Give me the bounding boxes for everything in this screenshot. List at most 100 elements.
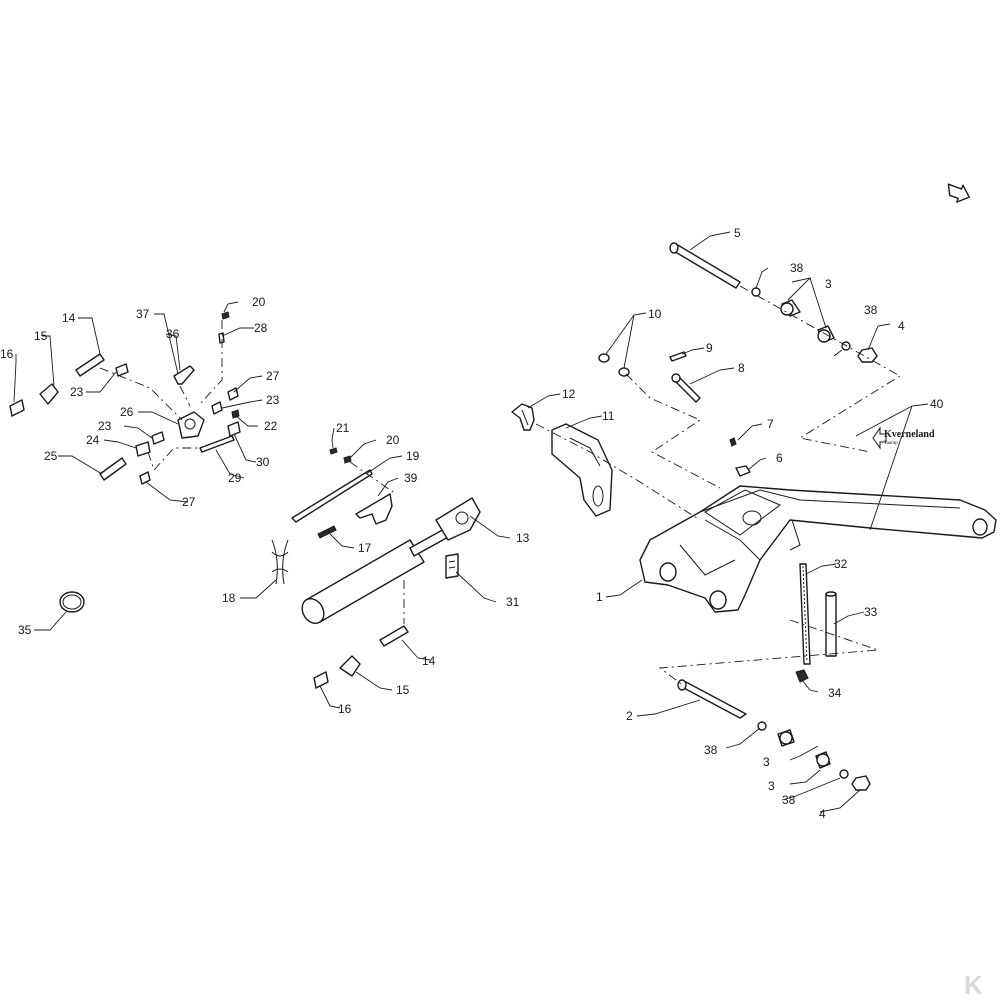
bolt-part-7: [729, 437, 737, 447]
callout-4-top: 4: [898, 319, 905, 333]
callout-7: 7: [767, 417, 774, 431]
orientation-arrow-icon: [947, 183, 970, 203]
nipple-part-23-lower: [151, 431, 165, 445]
bushing-part-3-lower-b: [815, 751, 831, 769]
fitting-part-16-mid: [313, 671, 329, 689]
callout-34: 34: [828, 686, 842, 700]
washer-part-6: [735, 465, 751, 477]
hose-part-25: [99, 457, 127, 481]
callout-1: 1: [596, 590, 603, 604]
pin-part-12: [511, 403, 535, 431]
callout-17: 17: [358, 541, 372, 555]
callout-9: 9: [706, 341, 713, 355]
cable-tie-part-18: [271, 539, 289, 585]
callout-33: 33: [864, 605, 878, 619]
callout-14-left: 14: [62, 311, 76, 325]
lever-part-13: [435, 497, 481, 541]
spring-part-17: [317, 525, 337, 539]
bracket-part-11: [551, 423, 613, 517]
callout-36: 36: [166, 327, 180, 341]
callout-10: 10: [648, 307, 662, 321]
callout-8: 8: [738, 361, 745, 375]
callout-5: 5: [734, 226, 741, 240]
valve-block-part-26: [177, 411, 205, 439]
callout-3-top: 3: [825, 277, 832, 291]
tube-part-29: [199, 435, 235, 453]
callout-35: 35: [18, 623, 32, 637]
washer-38-lower-b: [839, 769, 849, 779]
callout-32: 32: [834, 557, 848, 571]
bushing-part-3-lower-a: [777, 729, 795, 747]
callout-16-left: 16: [0, 347, 14, 361]
callout-30: 30: [256, 455, 270, 469]
hose-part-14-left: [75, 353, 105, 377]
nut-part-4-lower: [851, 775, 871, 791]
callout-11: 11: [602, 409, 615, 423]
callout-13: 13: [516, 531, 530, 545]
callout-14-mid: 14: [422, 654, 436, 668]
callout-23-lower: 23: [98, 419, 112, 433]
callout-31: 31: [506, 595, 520, 609]
nut-part-4-top: [857, 347, 878, 363]
svg-text:K: K: [964, 970, 983, 1000]
callout-27-lower: 27: [182, 495, 196, 509]
callout-19: 19: [406, 449, 420, 463]
bushing-part-3-top: [780, 299, 801, 317]
fitting-part-30: [227, 421, 241, 437]
callout-26: 26: [120, 405, 134, 419]
callout-6: 6: [776, 451, 783, 465]
callout-38-right: 38: [864, 303, 878, 317]
callout-23-right: 23: [266, 393, 280, 407]
pin-part-28: [218, 332, 225, 344]
callout-20-mid: 20: [386, 433, 400, 447]
screw-part-21: [329, 447, 338, 455]
washer-10-b: [618, 367, 630, 377]
callout-22: 22: [264, 419, 278, 433]
nipple-part-23-left: [115, 363, 129, 377]
callout-38-lower-b: 38: [782, 793, 796, 807]
pin-part-2: [677, 679, 747, 719]
callout-3-lower-a: 3: [763, 755, 770, 769]
callout-15-left: 15: [34, 329, 48, 343]
pin-part-5: [669, 242, 741, 289]
fitting-part-27-lower: [139, 471, 151, 485]
callout-23-left: 23: [70, 385, 84, 399]
callout-28: 28: [254, 321, 268, 335]
callout-3-lower-b: 3: [768, 779, 775, 793]
leader-lines: [13, 231, 929, 813]
elbow-part-15-left: [39, 383, 59, 405]
callout-12: 12: [562, 387, 576, 401]
roll-pin-part-9: [669, 351, 687, 362]
tube-part-33: [825, 591, 837, 657]
bracket-part-39: [355, 493, 393, 525]
kverneland-k-logo-icon: K: [964, 970, 983, 1000]
callout-16-mid: 16: [338, 702, 352, 716]
callout-25: 25: [44, 449, 58, 463]
callout-24: 24: [86, 433, 100, 447]
pin-part-8: [671, 373, 701, 403]
callout-27-top: 27: [266, 369, 280, 383]
adapter-part-24: [135, 441, 151, 457]
callout-38-lower-a: 38: [704, 743, 718, 757]
chain-part-32: [799, 563, 811, 665]
callout-18: 18: [222, 591, 236, 605]
nut-part-20-left: [221, 311, 230, 320]
fitting-part-16-left: [9, 399, 25, 417]
decal-brand-text: Kverneland: [884, 429, 935, 440]
handle-part-36: [173, 365, 195, 385]
clamp-part-35: [59, 591, 85, 613]
callout-15-mid: 15: [396, 683, 410, 697]
hose-part-14-mid: [379, 625, 409, 647]
callout-39: 39: [404, 471, 418, 485]
plug-part-22: [231, 409, 240, 419]
hydraulic-cylinder: [301, 527, 451, 625]
callout-20-left: 20: [252, 295, 266, 309]
callout-2: 2: [626, 709, 633, 723]
nut-part-34: [795, 669, 809, 683]
callout-29: 29: [228, 471, 242, 485]
rod-part-19: [291, 469, 373, 523]
callout-labels: 1 2 3 3 3 4 4 5 6 7 8 9 10 11 12 13 14 1…: [0, 226, 944, 821]
decal-part-31: [445, 553, 459, 579]
callout-38-top: 38: [790, 261, 804, 275]
